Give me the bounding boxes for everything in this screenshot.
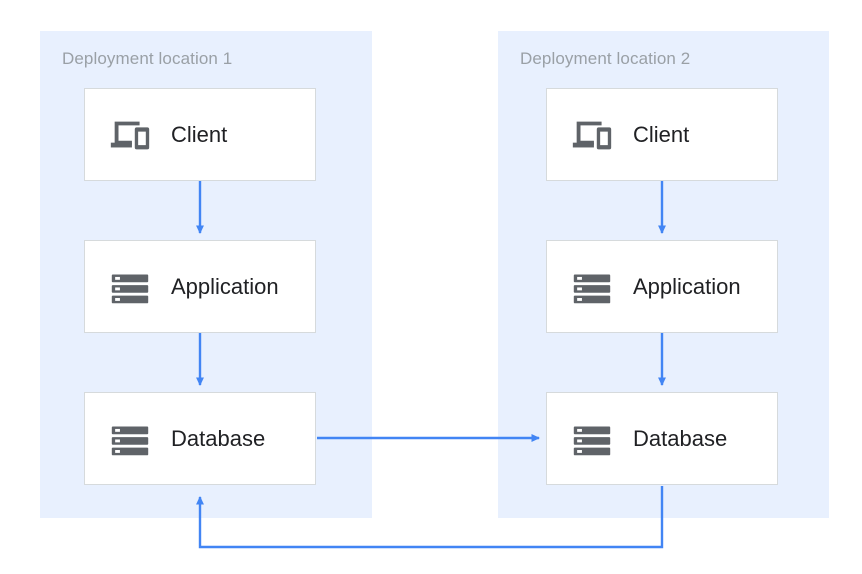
- node-application-1[interactable]: Application: [84, 240, 316, 333]
- node-client-1-label: Client: [171, 121, 228, 147]
- server-icon: [111, 426, 149, 455]
- server-icon: [111, 274, 149, 303]
- node-client-2-label: Client: [633, 121, 690, 147]
- devices-icon: [572, 121, 612, 149]
- node-client-2[interactable]: Client: [546, 88, 778, 181]
- node-database-1[interactable]: Database: [84, 392, 316, 485]
- zone-2-title: Deployment location 2: [520, 49, 691, 68]
- node-application-1-label: Application: [171, 273, 279, 299]
- node-database-2-label: Database: [633, 425, 728, 451]
- zone-1-title: Deployment location 1: [62, 49, 233, 68]
- node-application-2-label: Application: [633, 273, 741, 299]
- node-database-1-label: Database: [171, 425, 266, 451]
- node-database-2[interactable]: Database: [546, 392, 778, 485]
- node-application-2[interactable]: Application: [546, 240, 778, 333]
- server-icon: [573, 426, 611, 455]
- devices-icon: [110, 121, 150, 149]
- server-icon: [573, 274, 611, 303]
- node-client-1[interactable]: Client: [84, 88, 316, 181]
